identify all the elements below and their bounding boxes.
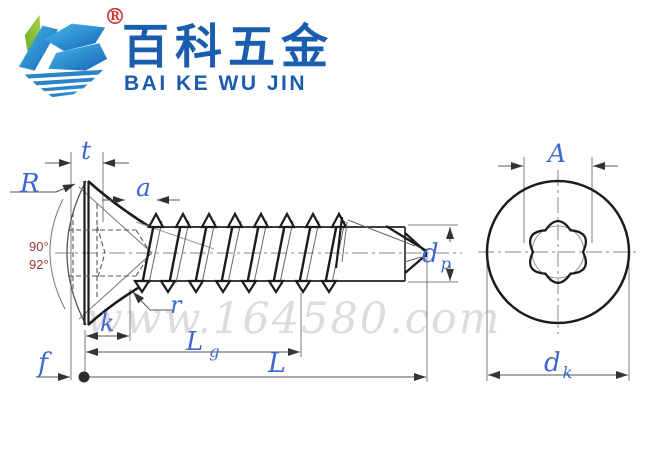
dim-label-dk-sub: k	[563, 363, 573, 382]
angle-label-90: 90°	[29, 239, 49, 254]
dim-label-r: r	[170, 291, 183, 319]
countersink-angle-legs	[78, 186, 153, 320]
dim-label-lg-sub: g	[209, 342, 219, 361]
thread-runout-blade-thin	[341, 221, 348, 263]
thread-flanks-thick	[140, 217, 340, 286]
leader-r	[132, 291, 172, 311]
dim-label-f: f	[36, 348, 52, 379]
dimension-lines	[10, 159, 628, 383]
torx-recess-outline	[529, 220, 587, 284]
drill-point	[347, 219, 428, 281]
extension-lines	[70, 152, 630, 382]
dim-label-lg-main: L	[185, 327, 203, 357]
dim-label-dp-main: d	[422, 239, 439, 269]
dim-label-A: A	[546, 139, 566, 168]
watermark-text: www.164580.com	[86, 294, 502, 344]
registered-trademark-mark: ®	[104, 4, 126, 30]
logo: ® 百科五金 BAI KE WU JIN	[0, 0, 380, 115]
thread-profile	[132, 211, 405, 295]
hidden-recess-outline	[68, 204, 151, 300]
leader-R	[10, 183, 76, 193]
company-name-en: BAI KE WU JIN	[124, 72, 308, 95]
logo-kb-mark	[18, 14, 108, 98]
dim-label-R: R	[19, 169, 40, 199]
dim-label-l: L	[267, 348, 286, 379]
thread-crests-bottom	[132, 279, 339, 295]
dim-label-k: k	[100, 309, 115, 337]
head-dome-arc	[66, 180, 87, 326]
screw-head-side-view	[49, 180, 215, 326]
drill-tip-edges	[385, 225, 428, 274]
dim-label-dp-sub: p	[441, 254, 451, 273]
datum-dot	[78, 371, 90, 383]
company-name-cn: 百科五金	[122, 20, 334, 73]
thread-runout-blade	[334, 216, 344, 269]
countersink-angle-arc	[49, 198, 66, 310]
angle-label-92: 92°	[29, 257, 49, 272]
drill-flute-lines	[347, 219, 422, 263]
thread-root-lines	[150, 226, 405, 282]
thread-flanks-thin	[148, 220, 346, 284]
head-outer-circle	[485, 179, 631, 325]
logo-icon	[18, 14, 108, 98]
thread-crests-top	[147, 211, 348, 229]
head-top-view	[485, 179, 631, 325]
centerlines	[55, 170, 638, 334]
dim-label-t: t	[81, 136, 92, 165]
dim-label-dk-main: d	[544, 348, 561, 378]
head-flat-face	[83, 181, 90, 325]
dim-label-a: a	[136, 173, 151, 202]
